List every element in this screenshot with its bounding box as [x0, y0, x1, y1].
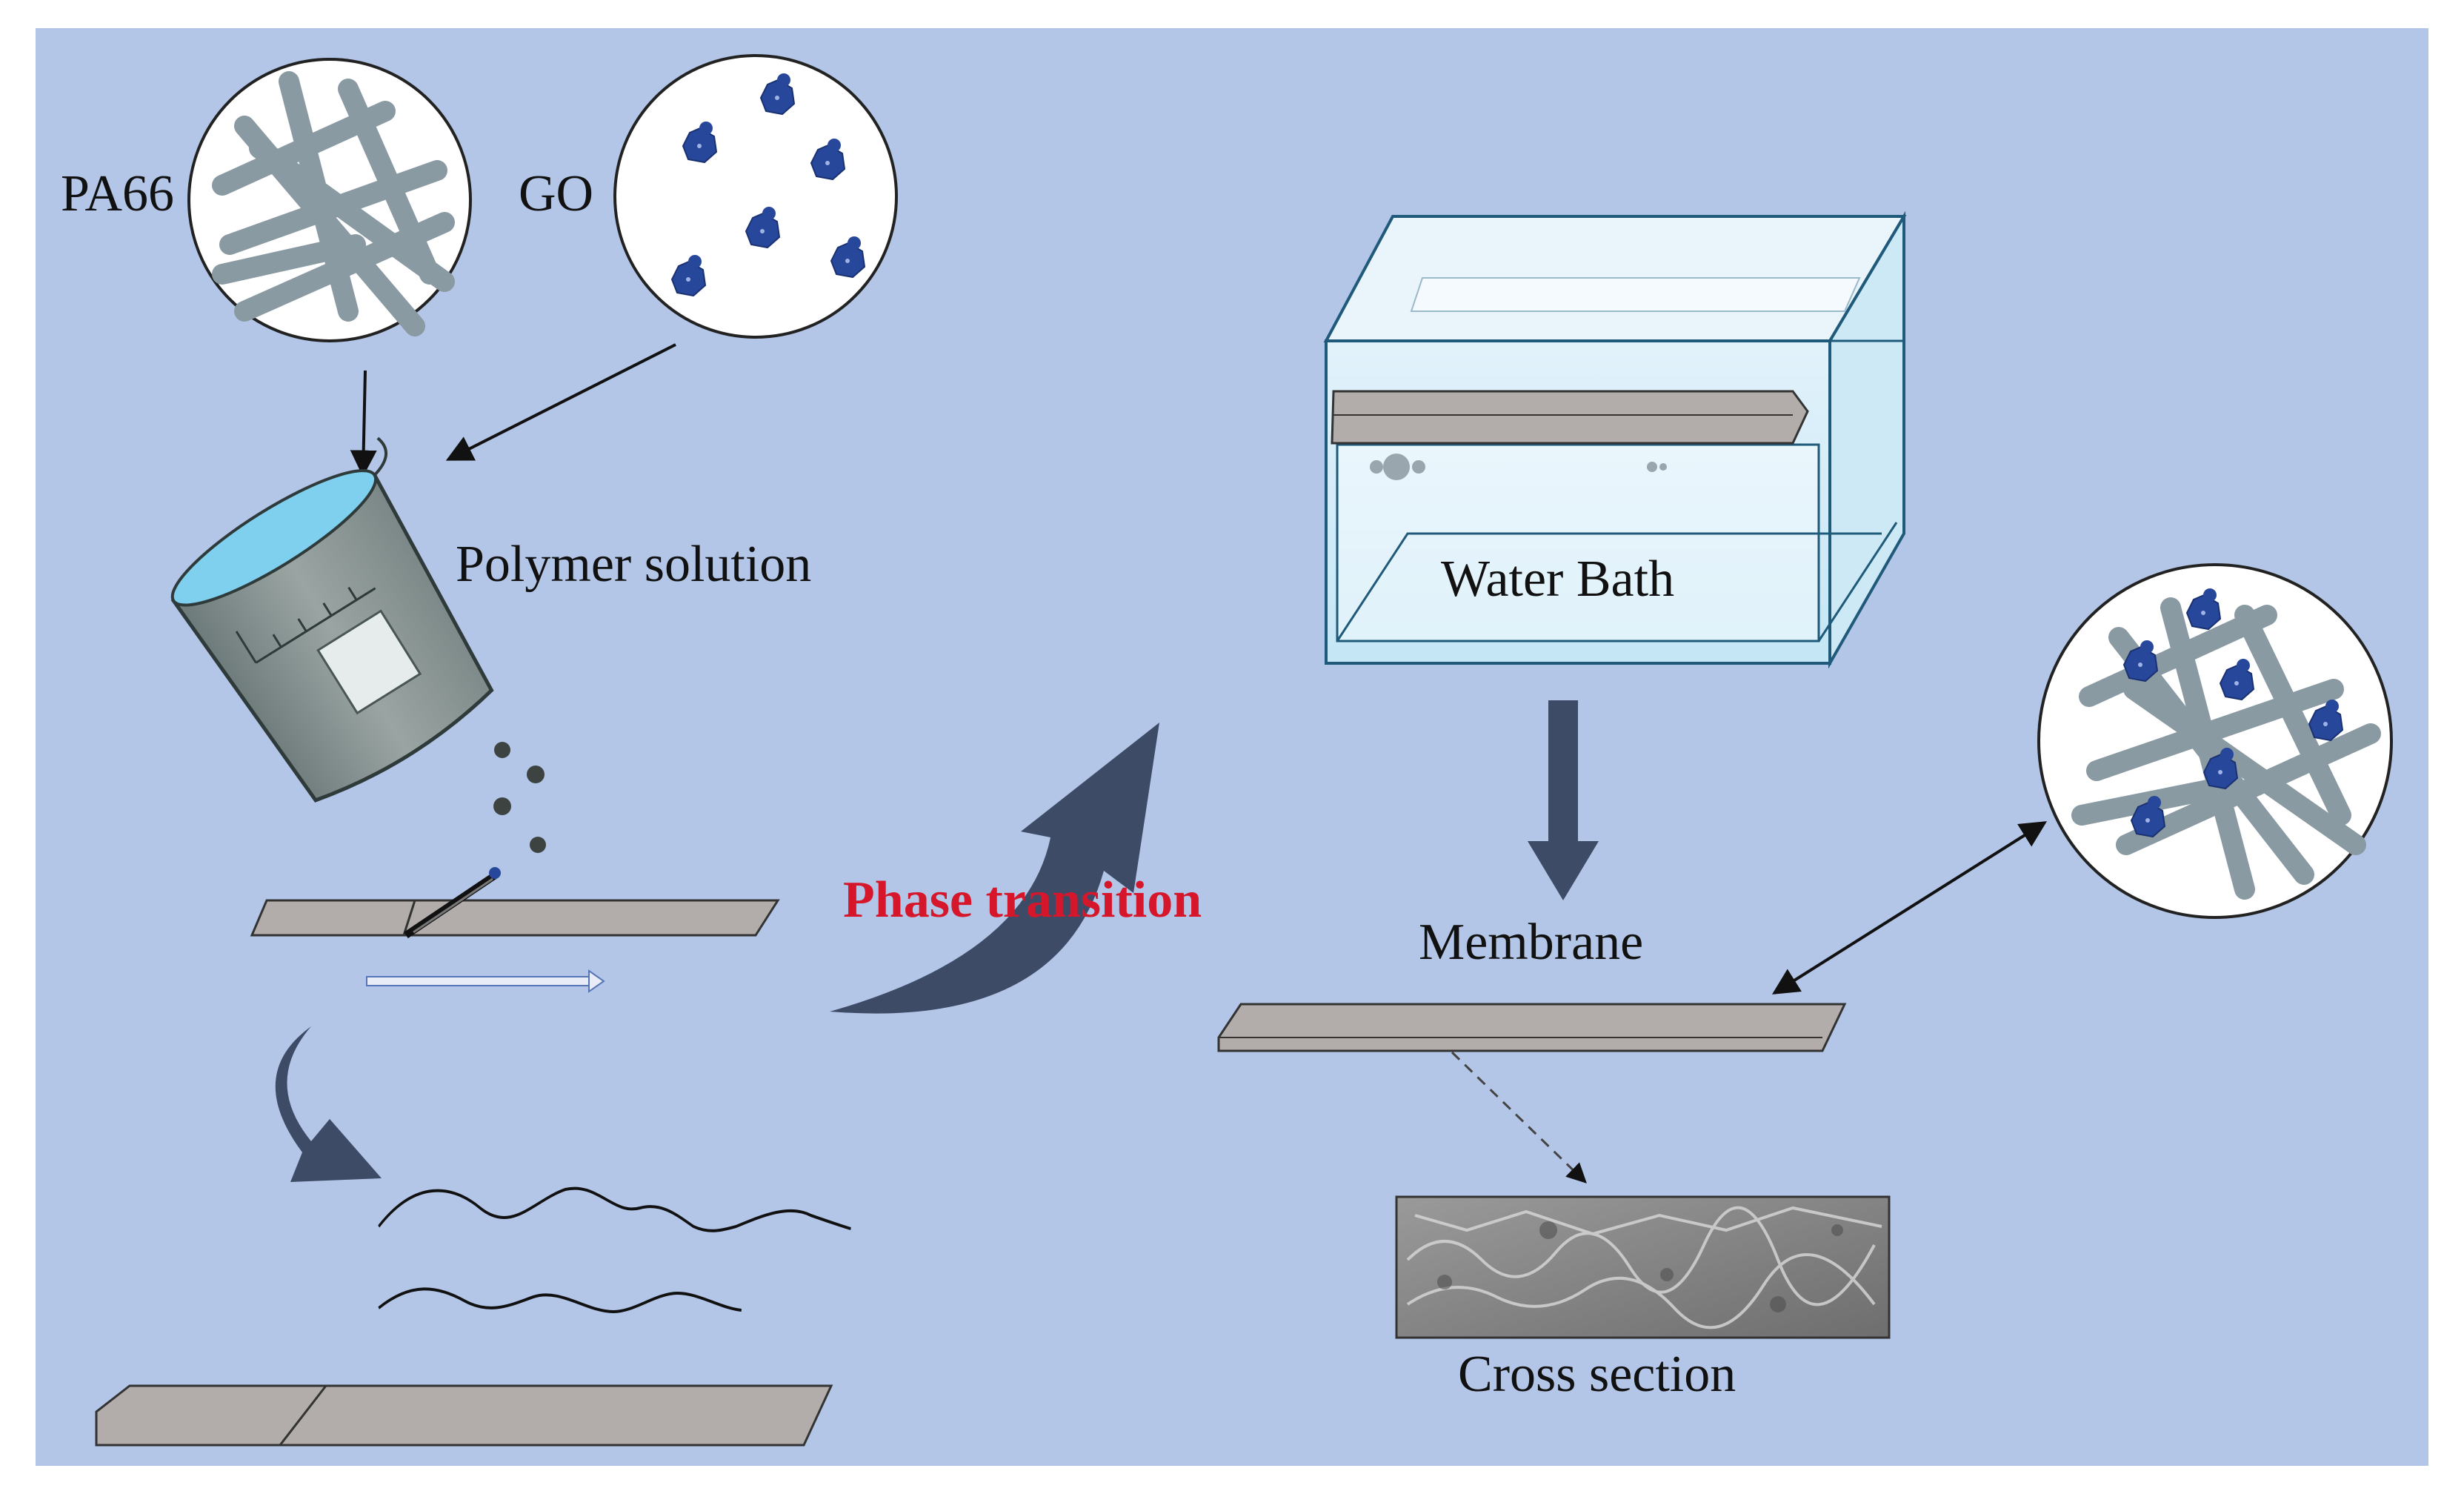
motion-arrow: [366, 969, 605, 993]
pa66-arrow: [350, 370, 377, 477]
label-cross-section: Cross section: [1458, 1346, 1737, 1403]
go-arrow: [445, 343, 676, 461]
dashed-arrow: [1451, 1051, 1587, 1183]
casting-knife-icon: [404, 867, 501, 939]
droplets: [493, 742, 546, 853]
bottom-plate: [95, 1384, 833, 1447]
label-membrane: Membrane: [1419, 914, 1644, 971]
composite-membrane-circle-icon: [2037, 563, 2393, 919]
label-go: GO: [519, 165, 594, 222]
tank-plate: [1331, 390, 1809, 445]
phase-transition-arrow: [830, 723, 1159, 1014]
beaker-icon: [170, 436, 494, 803]
down-arrow: [1528, 700, 1599, 900]
label-polymer-solution: Polymer solution: [456, 536, 812, 593]
double-arrow: [1771, 821, 2048, 995]
pa66-fiber-circle-icon: [187, 58, 472, 342]
label-pa66: PA66: [61, 165, 175, 222]
go-particle-circle-icon: [613, 54, 898, 339]
casting-plate: [250, 899, 780, 937]
membrane-slab: [1217, 1003, 1847, 1052]
wavy-lines: [378, 1186, 851, 1314]
label-phase-transition: Phase transition: [843, 872, 1202, 929]
curved-down-arrow: [275, 1026, 382, 1182]
bubbles: [1370, 454, 1667, 480]
label-water-bath: Water Bath: [1441, 551, 1675, 608]
sem-cross-section-image: [1395, 1195, 1891, 1339]
